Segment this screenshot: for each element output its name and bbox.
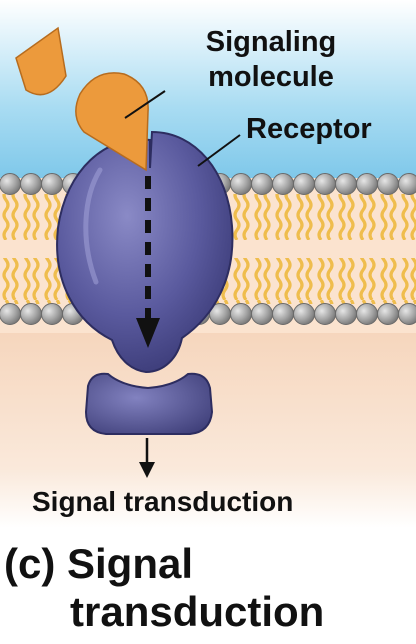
lipid-head	[41, 173, 63, 195]
lipid-head	[377, 173, 399, 195]
lipid-head	[41, 303, 63, 325]
signaling-molecule-label-line1: Signaling	[206, 26, 337, 58]
lipid-head	[20, 173, 42, 195]
lipid-head	[251, 303, 273, 325]
lipid-head	[398, 173, 416, 195]
caption-line1: (c) Signal	[4, 540, 194, 587]
receptor-protein	[56, 130, 234, 374]
dashed-arrow-head	[136, 318, 160, 348]
lipid-head	[314, 173, 336, 195]
lipid-head	[20, 303, 42, 325]
cytoplasm	[0, 333, 416, 528]
lipid-head	[335, 173, 357, 195]
lipid-head	[272, 173, 294, 195]
receptor-highlight	[83, 167, 103, 285]
receptor-leader-line	[197, 134, 241, 167]
free-signaling-molecule	[15, 26, 67, 96]
lipid-head	[272, 303, 294, 325]
signaling-molecule-leader-line	[124, 90, 166, 119]
signaling-molecule-label-line2: molecule	[208, 61, 334, 93]
transduction-arrow-head	[139, 462, 155, 478]
lipid-head	[230, 173, 252, 195]
lipid-head	[251, 173, 273, 195]
transduction-arrow	[139, 438, 155, 478]
lipid-head	[0, 303, 21, 325]
lipid-head	[0, 173, 21, 195]
lipid-head	[293, 173, 315, 195]
receptor-activation-arrow	[136, 176, 160, 348]
relay-protein	[84, 372, 214, 435]
bound-signaling-molecule	[75, 72, 149, 172]
lipid-head	[293, 303, 315, 325]
lipid-head	[377, 303, 399, 325]
lipid-head	[356, 173, 378, 195]
lipid-head	[230, 303, 252, 325]
extracellular-space	[0, 0, 416, 178]
receptor-label: Receptor	[246, 113, 372, 145]
lipid-head	[314, 303, 336, 325]
lipid-head	[398, 303, 416, 325]
lipid-head	[356, 303, 378, 325]
signal-transduction-label: Signal transduction	[32, 486, 293, 517]
lipid-head	[335, 303, 357, 325]
receptor-body	[56, 130, 234, 374]
caption-line2: transduction	[70, 588, 325, 635]
